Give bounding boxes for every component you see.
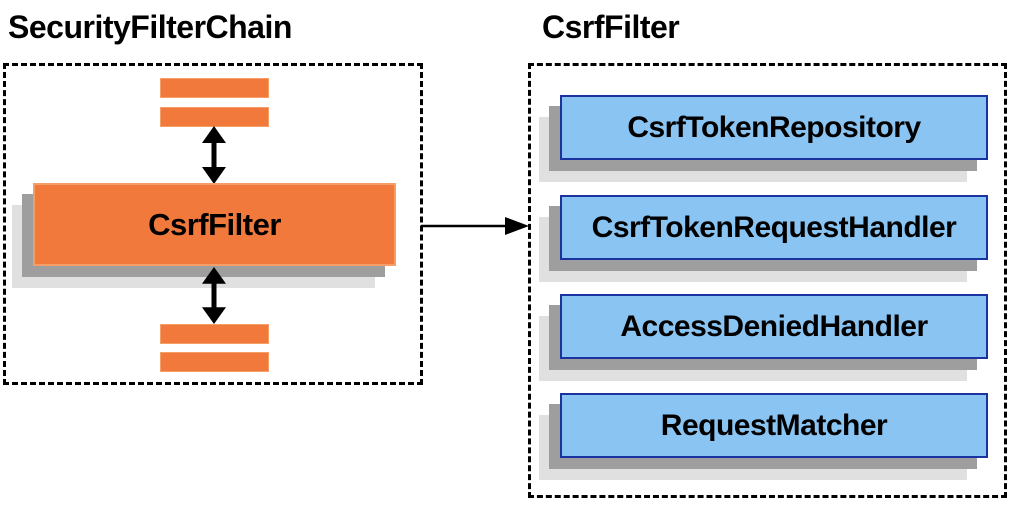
security-filter-chain-title: SecurityFilterChain [8,9,292,45]
csrf-filter-components-panel: CsrfTokenRepository CsrfTokenRequestHand… [528,63,1007,498]
component-label: CsrfTokenRequestHandler [591,210,957,244]
bidirectional-arrow-icon [202,126,226,184]
component-box-csrf-token-request-handler: CsrfTokenRequestHandler [560,195,988,260]
component-box-csrf-token-repository: CsrfTokenRepository [560,95,988,160]
component-label: CsrfTokenRepository [627,110,921,144]
security-filter-chain-panel: CsrfFilter [3,63,423,385]
csrf-filter-box: CsrfFilter [33,183,396,266]
bidirectional-arrow-icon [202,267,226,324]
component-box-request-matcher: RequestMatcher [560,393,988,458]
filter-chain-bar [160,324,269,344]
csrf-filter-box-label: CsrfFilter [148,206,281,242]
component-box-access-denied-handler: AccessDeniedHandler [560,294,988,359]
component-label: RequestMatcher [660,408,888,442]
arrow-right-icon [421,217,529,235]
filter-chain-bar [160,352,269,372]
csrf-filter-title: CsrfFilter [542,9,680,45]
filter-chain-bar [160,78,269,98]
component-label: AccessDeniedHandler [620,309,928,343]
filter-chain-bar [160,107,269,127]
